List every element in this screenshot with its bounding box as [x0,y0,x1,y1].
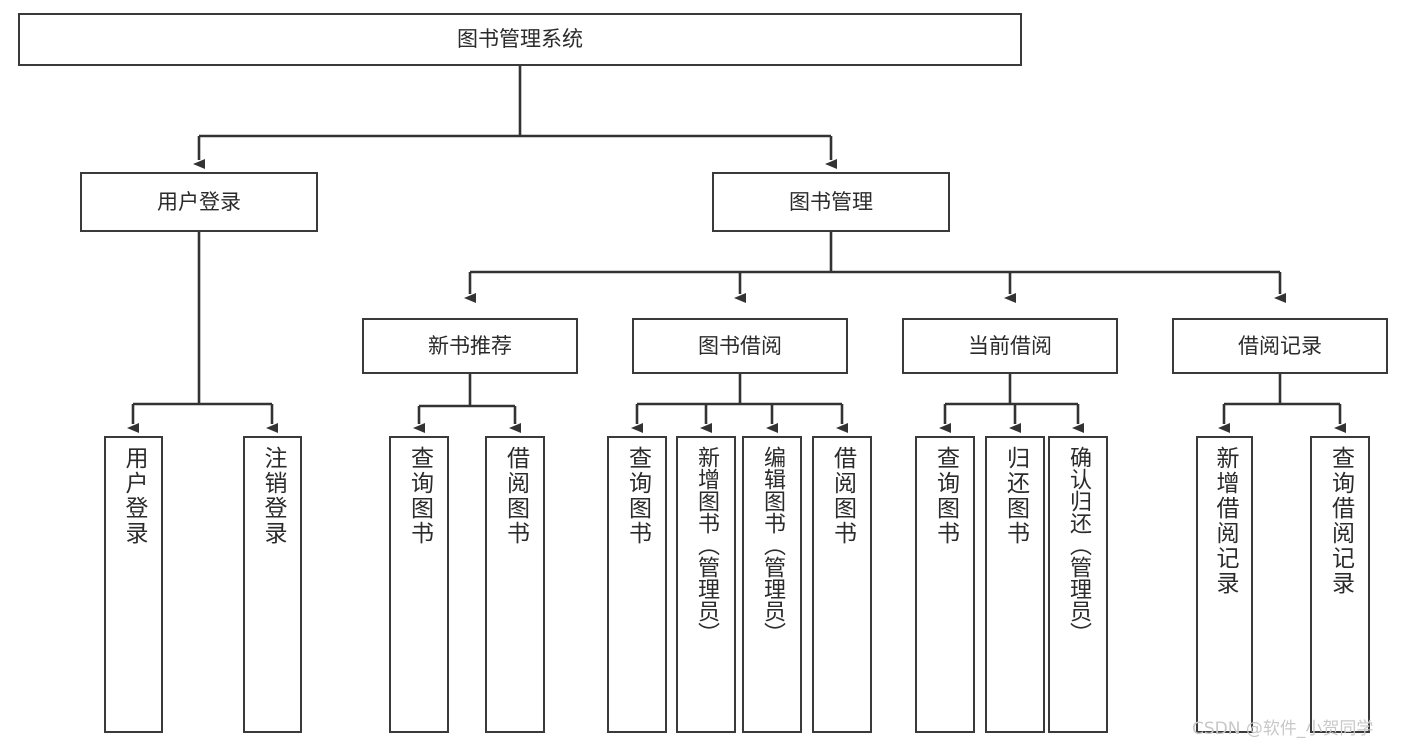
leaf-borrow-record-add-record[interactable]: 新增借阅记录 [1196,436,1253,733]
leaf-new-book-query-book[interactable]: 查询图书 [389,436,449,733]
node-label: 查询图书 [624,446,651,546]
node-label: 借阅图书 [502,446,529,546]
leaf-user-login-login[interactable]: 用户登录 [104,436,163,733]
node-label: 借阅记录 [1238,333,1322,358]
node-label: 借阅图书 [829,446,856,546]
csdn-watermark: CSDN @软件_小贺同学 [1192,719,1374,739]
node-current-borrow[interactable]: 当前借阅 [902,318,1118,374]
node-label: 查询图书 [406,446,433,546]
node-user-login[interactable]: 用户登录 [80,172,318,232]
node-label: 确认归还（管理员） [1066,446,1091,644]
node-book-management[interactable]: 图书管理 [712,172,950,232]
node-label: 图书管理 [789,189,873,214]
node-label: 注销登录 [260,446,286,546]
leaf-current-borrow-return-book[interactable]: 归还图书 [985,436,1045,733]
node-new-book-recommend[interactable]: 新书推荐 [362,318,578,374]
node-book-borrow[interactable]: 图书借阅 [632,318,848,374]
leaf-borrow-record-query-record[interactable]: 查询借阅记录 [1310,436,1370,733]
node-label: 图书管理系统 [457,27,583,52]
leaf-current-borrow-query-book[interactable]: 查询图书 [915,436,975,733]
node-root-book-management-system[interactable]: 图书管理系统 [18,13,1022,66]
leaf-book-borrow-query-book[interactable]: 查询图书 [607,436,667,733]
node-label: 用户登录 [121,446,147,546]
node-label: 用户登录 [157,189,241,214]
node-label: 新书推荐 [428,333,512,358]
node-label: 编辑图书（管理员） [760,446,785,644]
node-label: 归还图书 [1002,446,1029,546]
node-label: 新增借阅记录 [1212,446,1238,596]
node-label: 图书借阅 [698,333,782,358]
node-label: 查询借阅记录 [1327,446,1354,596]
node-label: 当前借阅 [968,333,1052,358]
leaf-book-borrow-borrow-book[interactable]: 借阅图书 [812,436,872,733]
node-label: 查询图书 [932,446,959,546]
leaf-new-book-borrow-book[interactable]: 借阅图书 [485,436,545,733]
node-borrow-record[interactable]: 借阅记录 [1172,318,1388,374]
leaf-book-borrow-edit-book-admin[interactable]: 编辑图书（管理员） [742,436,802,733]
leaf-book-borrow-add-book-admin[interactable]: 新增图书（管理员） [676,436,736,733]
leaf-current-borrow-confirm-return-admin[interactable]: 确认归还（管理员） [1048,436,1108,733]
leaf-user-login-logout[interactable]: 注销登录 [243,436,302,733]
node-label: 新增图书（管理员） [694,446,719,644]
